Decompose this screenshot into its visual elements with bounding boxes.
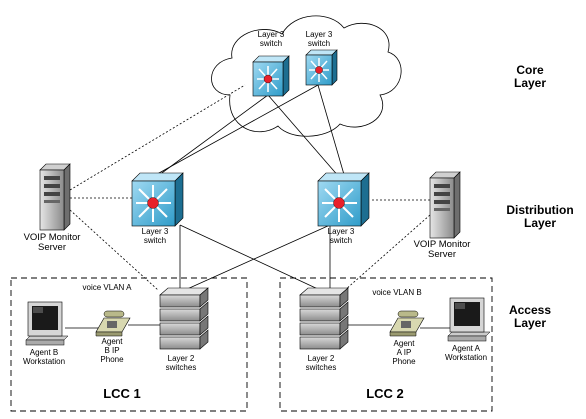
lcc1-title: LCC 1 — [103, 386, 141, 401]
core-switch-2-icon — [305, 49, 338, 86]
agent-a-ip-phone-icon — [389, 310, 425, 337]
layer2-switch-stack-1-icon — [159, 287, 209, 350]
distribution-switch-1-icon — [131, 172, 184, 227]
voip-monitor-server-2-icon — [429, 171, 461, 239]
lcc2-vlan-label: voice VLAN B — [372, 288, 422, 297]
layer2-switch-stack-2-icon — [299, 287, 349, 350]
network-links — [65, 84, 450, 329]
monitor-links — [69, 84, 431, 291]
distribution-switch-2-icon — [317, 172, 370, 227]
agent-b-workstation-icon — [25, 301, 69, 346]
lcc2-title: LCC 2 — [366, 386, 404, 401]
agent-b-ip-phone-icon — [95, 310, 131, 337]
agent-a-workstation-icon — [447, 297, 491, 342]
core-switch-1-icon — [252, 55, 290, 97]
lcc1-box — [10, 277, 248, 412]
voip-monitor-server-1-icon — [39, 163, 71, 231]
lcc1-vlan-label: voice VLAN A — [82, 283, 132, 292]
lcc2-box — [279, 277, 493, 412]
